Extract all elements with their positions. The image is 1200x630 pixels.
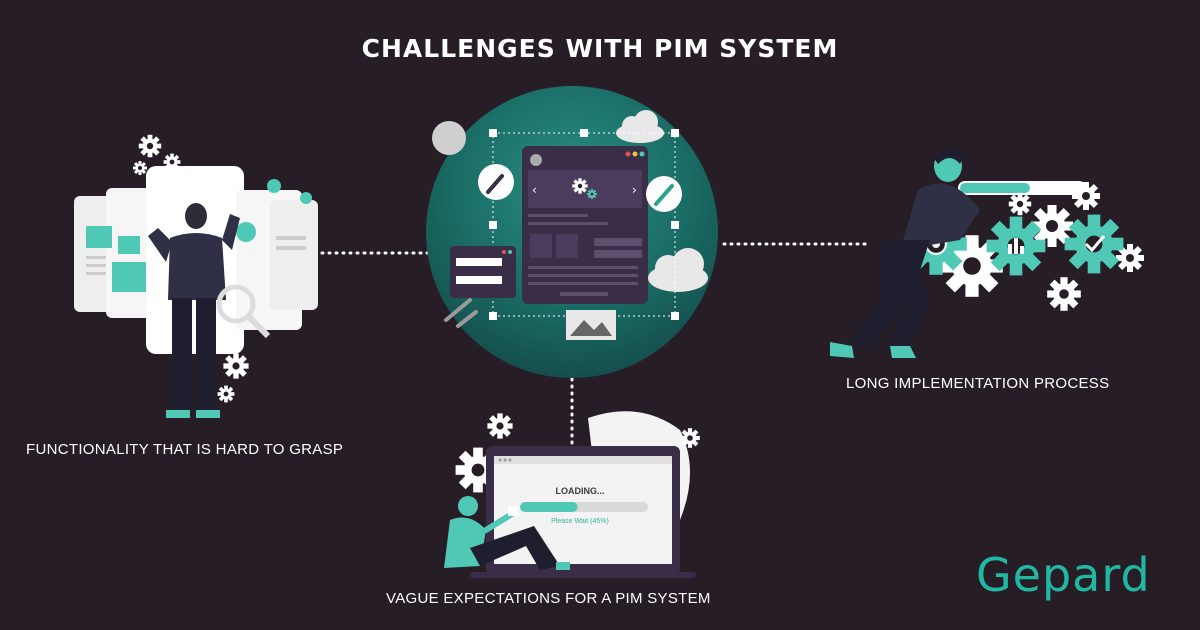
challenge-label-implementation: LONG IMPLEMENTATION PROCESS <box>846 375 1110 392</box>
bottom-illustration <box>444 411 700 578</box>
page-title: CHALLENGES WITH PIM SYSTEM <box>361 34 839 63</box>
loading-text: LOADING... <box>555 486 605 496</box>
progress-fill <box>960 183 1030 193</box>
svg-text:›: › <box>632 183 637 197</box>
checkmark-icon <box>1064 214 1124 274</box>
wait-text: Please Wait (45%) <box>551 518 609 525</box>
left-illustration <box>74 134 318 418</box>
brand-logo: Gepard <box>976 548 1151 602</box>
gear-icon <box>572 178 588 194</box>
right-illustration <box>830 148 1144 358</box>
challenge-label-expectations: VAGUE EXPECTATIONS FOR A PIM SYSTEM <box>386 590 711 607</box>
connector-lines <box>320 242 870 462</box>
person-right <box>830 148 980 358</box>
svg-text:‹: ‹ <box>532 183 537 197</box>
center-illustration: ‹ › <box>426 86 718 378</box>
checkmark-icon <box>267 179 281 193</box>
form-panel <box>450 246 516 298</box>
person-bottom <box>444 496 570 570</box>
magnifier-icon <box>216 284 271 339</box>
person-left <box>148 203 240 418</box>
loading-fill <box>520 502 578 512</box>
decor-ball <box>432 121 466 155</box>
screen-card-4 <box>270 200 318 310</box>
challenge-label-functionality: FUNCTIONALITY THAT IS HARD TO GRASP <box>26 441 344 458</box>
